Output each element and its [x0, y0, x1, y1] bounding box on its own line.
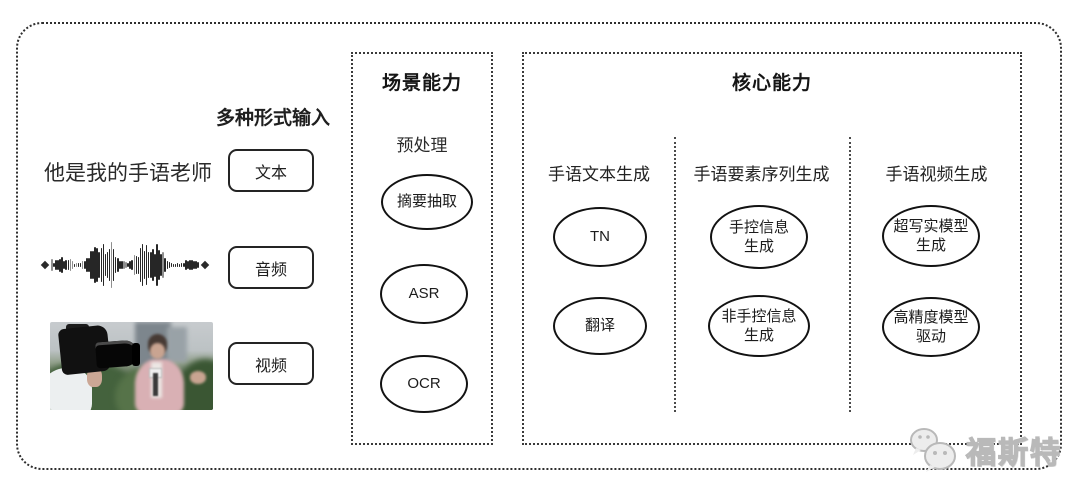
sample-sentence: 他是我的手语老师 [44, 162, 212, 185]
input-section-label: 多种形式输入 [215, 108, 330, 129]
video-thumbnail-photo [50, 322, 213, 410]
preprocess-label: 预处理 [396, 136, 448, 155]
waveform-bars [51, 230, 199, 300]
photo-reporter-hand [190, 371, 207, 384]
watermark: 福斯特 [906, 424, 1062, 476]
node-non-manual-info-generation: 非手控信息 生成 [708, 295, 810, 357]
audio-modality-label: 音频 [254, 261, 287, 279]
audio-waveform [40, 230, 210, 300]
audio-modality-box: 音频 [228, 246, 314, 289]
node-high-precision-model-driving: 高精度模型 驱动 [882, 297, 980, 357]
core-capability-box: 核心能力 手语文本生成 手语要素序列生成 手语视频生成 TN 翻译 手控信息 生… [522, 52, 1022, 445]
core-box-title: 核心能力 [731, 73, 812, 94]
column-divider [674, 137, 676, 412]
wechat-icon [910, 428, 956, 472]
outer-frame [16, 22, 1062, 470]
photo-building [167, 327, 187, 363]
node-tn: TN [553, 207, 647, 267]
video-modality-box: 视频 [228, 342, 314, 385]
node-hyperrealistic-model-generation: 超写实模型 生成 [882, 205, 980, 267]
column-divider [849, 137, 851, 412]
watermark-text: 福斯特 [965, 436, 1062, 470]
photo-cameraman-sleeve [50, 367, 93, 410]
node-asr: ASR [380, 264, 468, 324]
waveform-end-cap [40, 260, 50, 270]
column-header-element-sequence: 手语要素序列生成 [693, 165, 830, 184]
photo-reporter-face [150, 343, 165, 359]
node-summary-extraction: 摘要抽取 [381, 174, 473, 230]
node-translation: 翻译 [553, 297, 647, 355]
photo-microphone [152, 373, 159, 396]
scene-box-title: 场景能力 [381, 73, 462, 94]
text-modality-box: 文本 [228, 149, 314, 192]
video-modality-label: 视频 [254, 357, 287, 375]
node-ocr: OCR [380, 355, 468, 413]
text-modality-label: 文本 [254, 164, 287, 182]
column-header-video-generation: 手语视频生成 [885, 165, 988, 184]
scene-capability-box: 场景能力 预处理 摘要抽取 ASR OCR [351, 52, 493, 445]
photo-camera-lens [131, 343, 140, 366]
photo-cameraman-hand [87, 367, 103, 388]
column-header-text-generation: 手语文本生成 [548, 165, 650, 184]
node-manual-info-generation: 手控信息 生成 [710, 205, 808, 269]
